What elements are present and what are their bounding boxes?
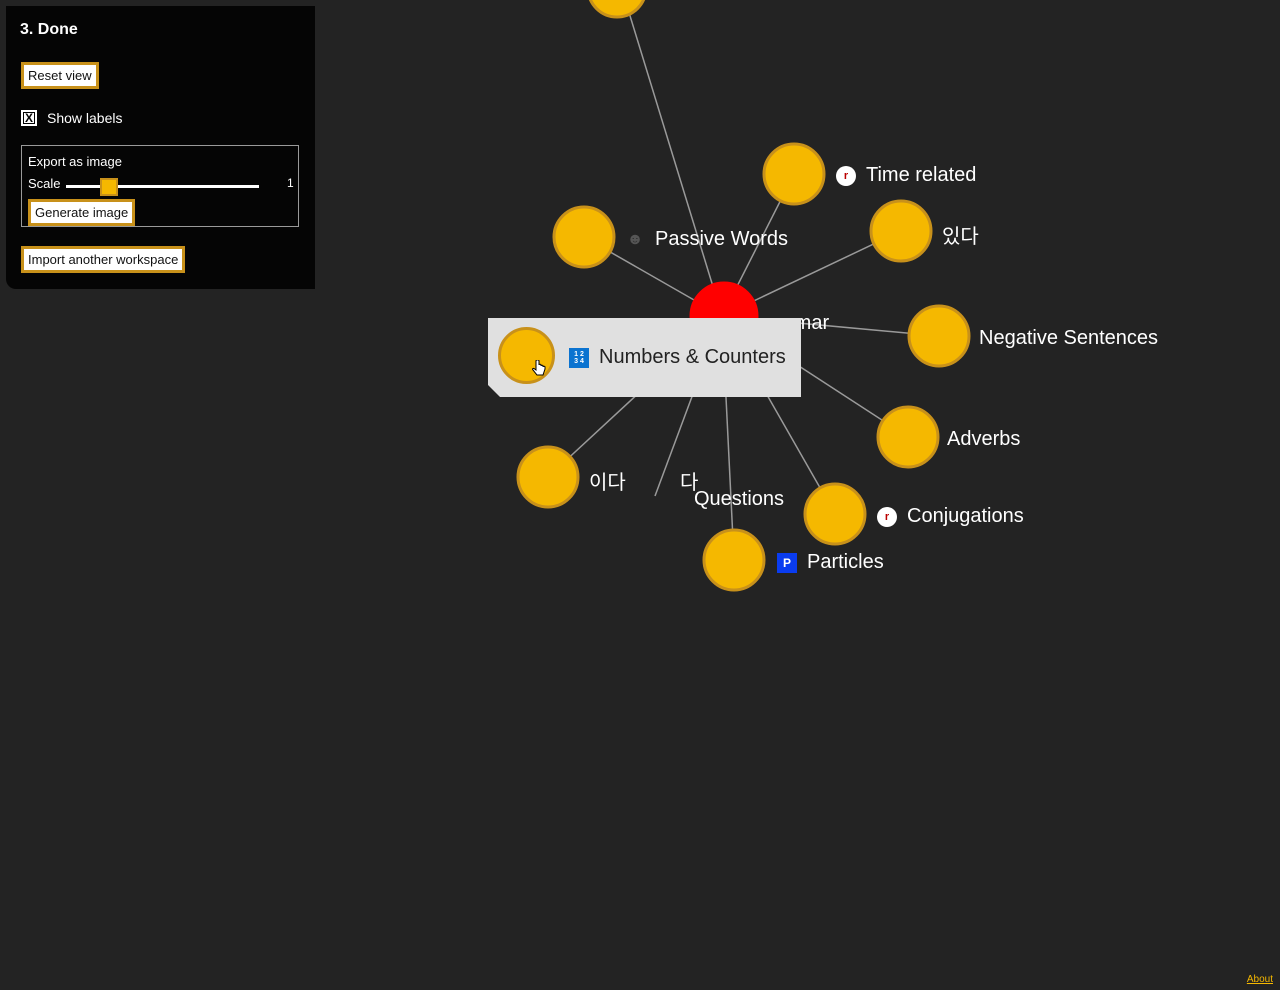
graph-node[interactable] bbox=[869, 199, 933, 263]
node-label-negative-sentences: Negative Sentences bbox=[979, 327, 1159, 349]
graph-node[interactable] bbox=[552, 205, 616, 269]
clock-icon: r bbox=[877, 506, 897, 527]
import-workspace-button[interactable]: Import another workspace bbox=[21, 246, 186, 273]
show-labels-checkbox[interactable]: X bbox=[21, 110, 37, 126]
node-label-adverbs: Adverbs bbox=[947, 428, 1021, 450]
graph-node[interactable] bbox=[588, 0, 646, 19]
generate-image-button[interactable]: Generate image bbox=[28, 199, 136, 226]
node-label-passive-words: ☻ Passive Words bbox=[626, 228, 789, 250]
node-label-conjugations: r Conjugations bbox=[877, 505, 1024, 528]
reset-view-button[interactable]: Reset view bbox=[21, 62, 99, 89]
node-label-da: 다 bbox=[680, 472, 699, 494]
scale-value: 1 bbox=[287, 176, 294, 190]
graph-node[interactable] bbox=[702, 528, 766, 592]
export-title: Export as image bbox=[28, 154, 122, 169]
show-labels-label[interactable]: Show labels bbox=[47, 110, 123, 126]
node-label-time-related: r Time related bbox=[836, 164, 976, 187]
graph-node[interactable] bbox=[762, 142, 826, 206]
graph-node[interactable] bbox=[516, 445, 580, 509]
about-link[interactable]: About bbox=[1246, 974, 1273, 985]
graph-node[interactable] bbox=[907, 304, 971, 368]
scale-label: Scale bbox=[28, 176, 61, 191]
node-label-particles: P Particles bbox=[777, 551, 884, 574]
show-labels-toggle[interactable]: X Show labels bbox=[21, 110, 123, 126]
graph-node[interactable] bbox=[803, 482, 867, 546]
clock-icon: r bbox=[836, 165, 856, 186]
node-label-itda: 있다 bbox=[942, 226, 979, 248]
node-label-questions: Questions bbox=[694, 488, 785, 510]
p-icon: P bbox=[777, 552, 797, 573]
edge bbox=[626, 5, 723, 317]
graph-node[interactable] bbox=[876, 405, 940, 469]
person-icon: ☻ bbox=[626, 230, 644, 248]
panel-title: 3. Done bbox=[20, 21, 78, 38]
scale-slider-track[interactable] bbox=[66, 185, 259, 188]
pointer-cursor-icon bbox=[532, 360, 546, 376]
control-panel: 3. Done Reset view X Show labels Export … bbox=[6, 6, 315, 289]
export-section: Export as image Scale 1 Generate image bbox=[21, 145, 299, 227]
tooltip-node-circle[interactable] bbox=[498, 327, 555, 384]
node-label-ida: 이다 bbox=[589, 472, 626, 494]
scale-slider-thumb[interactable] bbox=[100, 178, 118, 196]
